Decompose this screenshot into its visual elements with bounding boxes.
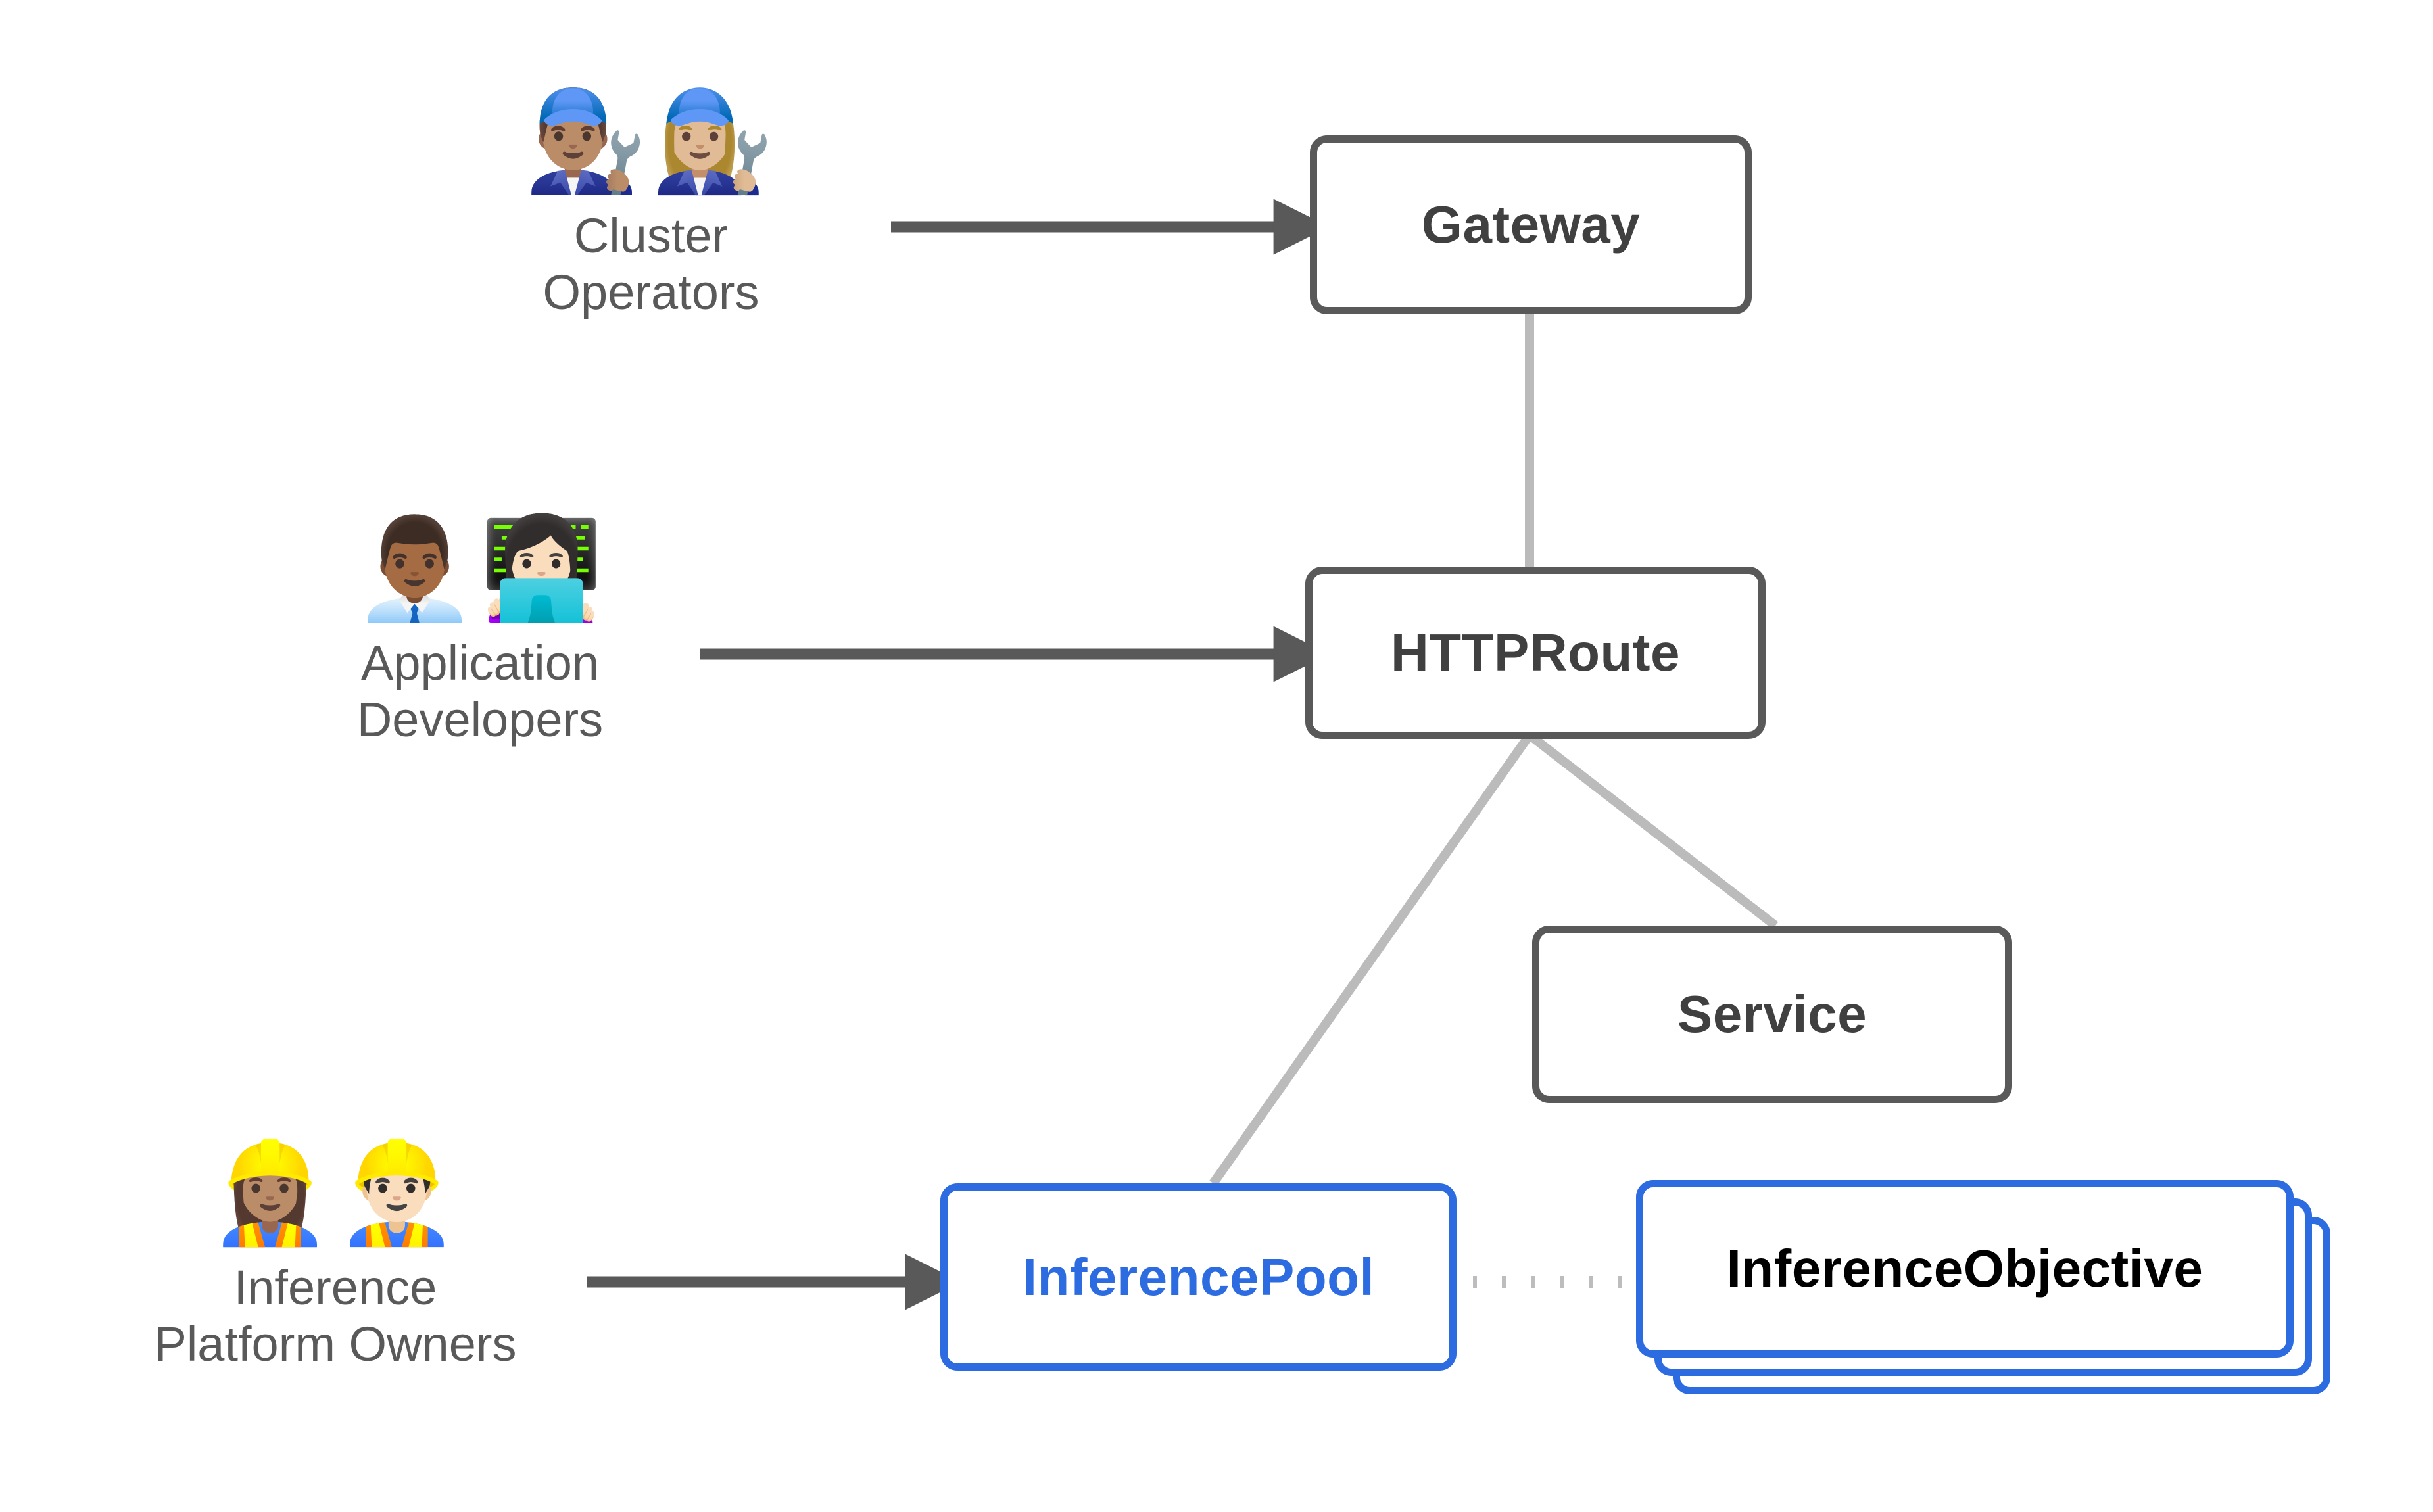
node-inferencepool[interactable]: InferencePool	[940, 1183, 1457, 1371]
node-label-inferenceobjective: InferenceObjective	[1726, 1239, 2204, 1298]
node-label-httproute: HTTPRoute	[1390, 623, 1680, 682]
persona-cluster-operators: 👨🏽‍🔧👩🏼‍🔧 Cluster Operators	[487, 92, 815, 321]
node-gateway[interactable]: Gateway	[1310, 135, 1752, 314]
persona-application-developers: 👨🏾‍💼👩🏻‍💻 Application Developers	[316, 519, 644, 748]
edge-httproute-inferencepool	[1209, 732, 1533, 1187]
persona-label-application-developers: Application Developers	[356, 636, 604, 747]
node-inferenceobjective[interactable]: InferenceObjective	[1636, 1180, 2294, 1358]
mechanic-pair-emoji: 👨🏽‍🔧👩🏼‍🔧	[524, 84, 778, 199]
persona-label-inference-platform-owners: Inference Platform Owners	[154, 1260, 517, 1371]
persona-label-cluster-operators: Cluster Operators	[542, 208, 759, 319]
node-label-inferencepool: InferencePool	[1022, 1247, 1375, 1306]
node-service[interactable]: Service	[1532, 926, 2012, 1103]
construction-worker-pair-emoji: 👷🏽‍♀️👷🏻‍♂️	[208, 1136, 462, 1250]
node-inferenceobjective-stack[interactable]: InferenceObjective	[1636, 1180, 2346, 1394]
edge-httproute-service	[1526, 731, 1779, 930]
node-label-gateway: Gateway	[1421, 195, 1641, 254]
node-httproute[interactable]: HTTPRoute	[1305, 567, 1766, 739]
node-label-service: Service	[1677, 985, 1867, 1043]
office-worker-and-technologist-pair-emoji: 👨🏾‍💼👩🏻‍💻	[353, 511, 607, 626]
persona-inference-platform-owners: 👷🏽‍♀️👷🏻‍♂️ Inference Platform Owners	[151, 1144, 519, 1373]
